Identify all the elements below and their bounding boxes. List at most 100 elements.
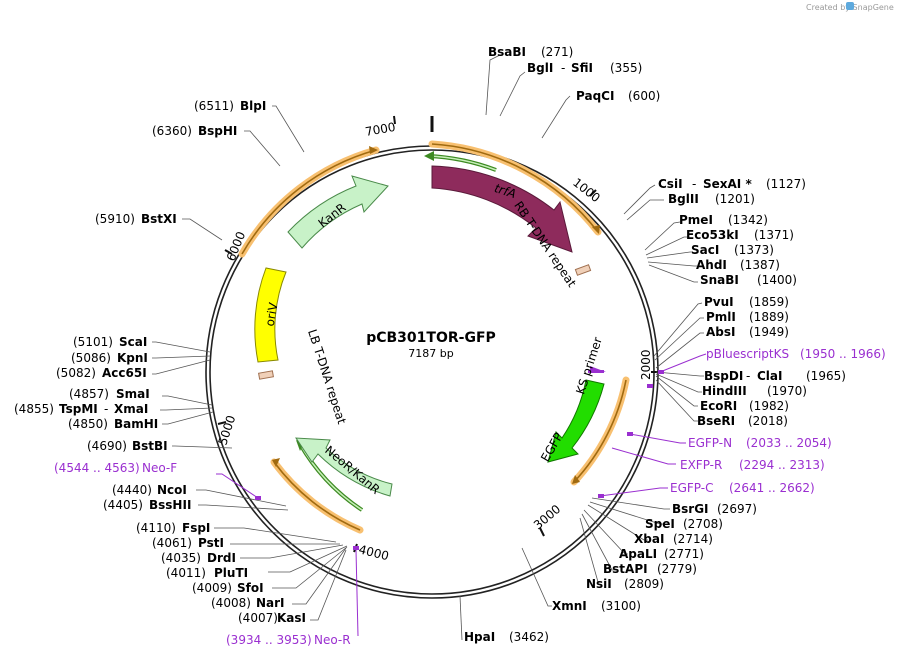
- site-nsii[interactable]: NsiI(2809): [586, 577, 664, 591]
- tick-label-4000: 4000: [357, 542, 390, 563]
- site-ecori[interactable]: EcoRI(1982): [700, 399, 789, 413]
- svg-text:BsrGI: BsrGI: [672, 502, 709, 516]
- svg-text:(4857): (4857): [69, 387, 109, 401]
- site-spei[interactable]: SpeI (2708): [645, 517, 723, 531]
- neor-kanr-feature[interactable]: [295, 437, 393, 497]
- svg-text:BstAPI: BstAPI: [603, 562, 648, 576]
- trfA-label: trfA: [493, 181, 518, 201]
- site-hindiii[interactable]: HindIII(1970): [702, 384, 807, 398]
- site-bseri[interactable]: BseRI(2018): [697, 414, 788, 428]
- trfA-feature[interactable]: [431, 165, 573, 253]
- site-bstapi[interactable]: BstAPI (2779): [603, 562, 697, 576]
- tick-label-7000: 7000: [364, 120, 397, 139]
- svg-text:(1982): (1982): [749, 399, 789, 413]
- svg-text:BssHII: BssHII: [149, 498, 191, 512]
- svg-text:(600): (600): [628, 89, 660, 103]
- svg-text:(2294 .. 2313): (2294 .. 2313): [739, 458, 825, 472]
- lb-repeat-feature[interactable]: [258, 370, 274, 380]
- svg-text:(2779): (2779): [657, 562, 697, 576]
- primer-leader-lines: [216, 353, 707, 637]
- svg-text:SfoI: SfoI: [237, 581, 264, 595]
- site-absi[interactable]: AbsI(1949): [706, 325, 789, 339]
- tick-label-3000: 3000: [531, 502, 563, 532]
- rb-repeat-feature[interactable]: [574, 264, 592, 276]
- svg-text:(2018): (2018): [748, 414, 788, 428]
- plasmid-name: pCB301TOR-GFP: [366, 330, 496, 346]
- svg-text:PstI: PstI: [198, 536, 224, 550]
- site-bspdi-clai[interactable]: BspDI-ClaI(1965): [704, 369, 846, 383]
- site-bgli-sfii[interactable]: BglI-SfiI(355): [527, 61, 642, 75]
- svg-text:BspHI: BspHI: [198, 124, 237, 138]
- svg-text:KasI: KasI: [277, 611, 306, 625]
- site-fspi[interactable]: (4110)FspI: [136, 521, 210, 535]
- kanr-feature[interactable]: [287, 175, 389, 249]
- site-xbai[interactable]: XbaI(2714): [634, 532, 713, 546]
- svg-text:(2771): (2771): [664, 547, 704, 561]
- site-kasi[interactable]: (4007)KasI: [238, 611, 306, 625]
- svg-text:(1371): (1371): [754, 228, 794, 242]
- primer-pbluescriptks[interactable]: pBluescriptKS(1950 .. 1966): [706, 347, 886, 361]
- site-apali[interactable]: ApaLI(2771): [619, 547, 704, 561]
- site-scai[interactable]: (5101)ScaI: [73, 335, 147, 349]
- svg-text:(1859): (1859): [749, 295, 789, 309]
- primer-exfp-r[interactable]: EXFP-R(2294 .. 2313): [680, 458, 825, 472]
- svg-text:ScaI: ScaI: [119, 335, 147, 349]
- svg-text:PmeI: PmeI: [679, 213, 713, 227]
- site-ahdi[interactable]: AhdI(1387): [696, 258, 780, 272]
- site-paqci[interactable]: PaqCI(600): [576, 89, 660, 103]
- snapgene-logo-icon: [846, 2, 854, 10]
- svg-text:Eco53kI: Eco53kI: [686, 228, 739, 242]
- svg-text:(2708): (2708): [683, 517, 723, 531]
- site-eco53ki[interactable]: Eco53kI (1371): [686, 228, 794, 242]
- svg-text:(2033 .. 2054): (2033 .. 2054): [746, 436, 832, 450]
- site-snabi[interactable]: SnaBI(1400): [700, 273, 797, 287]
- site-pvui[interactable]: PvuI (1859): [704, 295, 789, 309]
- site-saci[interactable]: SacI(1373): [691, 243, 774, 257]
- primer-neo-r[interactable]: (3934 .. 3953)Neo-R: [226, 633, 351, 647]
- primer-marks: [255, 370, 664, 550]
- site-hpai[interactable]: HpaI(3462): [464, 630, 549, 644]
- oriv-feature[interactable]: [254, 267, 287, 363]
- site-bsphi[interactable]: (6360)BspHI: [152, 124, 237, 138]
- site-blpi[interactable]: (6511)BlpI: [194, 99, 266, 113]
- site-bstbi[interactable]: (4690)BstBI: [87, 439, 168, 453]
- site-sfoi[interactable]: (4009)SfoI: [192, 581, 264, 595]
- svg-text:TspMI: TspMI: [59, 402, 98, 416]
- svg-text:(1950 .. 1966): (1950 .. 1966): [800, 347, 886, 361]
- site-nari[interactable]: (4008)NarI: [211, 596, 285, 610]
- primer-neo-f[interactable]: (4544 .. 4563)Neo-F: [54, 461, 177, 475]
- primer-egfp-c[interactable]: EGFP-C(2641 .. 2662): [670, 481, 815, 495]
- svg-text:(5910): (5910): [95, 212, 135, 226]
- svg-text:BspDI: BspDI: [704, 369, 743, 383]
- svg-text:(1342): (1342): [728, 213, 768, 227]
- egfp-feature[interactable]: [547, 379, 605, 463]
- primer-egfp-n[interactable]: EGFP-N(2033 .. 2054): [688, 436, 832, 450]
- site-xmni[interactable]: XmnI(3100): [552, 599, 641, 613]
- site-csii-sexai[interactable]: CsiI-SexAI *(1127): [658, 177, 806, 191]
- site-kpni[interactable]: (5086)KpnI: [71, 351, 148, 365]
- site-pluti[interactable]: (4011)PluTI: [166, 566, 248, 580]
- tick-label-5000: 5000: [216, 414, 239, 447]
- svg-text:SpeI: SpeI: [645, 517, 675, 531]
- svg-text:XbaI: XbaI: [634, 532, 664, 546]
- site-bsshii[interactable]: (4405) BssHII: [103, 498, 191, 512]
- site-bamhi[interactable]: (4850)BamHI: [68, 417, 158, 431]
- site-pmei[interactable]: PmeI (1342): [679, 213, 768, 227]
- neor-kanr-label: NeoR/KanR: [322, 443, 382, 497]
- site-drdi[interactable]: (4035)DrdI: [161, 551, 236, 565]
- site-pmli[interactable]: PmlI(1889): [706, 310, 789, 324]
- svg-text:BstXI: BstXI: [141, 212, 177, 226]
- svg-text:BamHI: BamHI: [114, 417, 158, 431]
- site-acc65i[interactable]: (5082)Acc65I: [56, 366, 147, 380]
- svg-text:(4405): (4405): [103, 498, 143, 512]
- site-bstxi[interactable]: (5910) BstXI: [95, 212, 177, 226]
- site-ncoi[interactable]: (4440)NcoI: [112, 483, 187, 497]
- svg-text:PvuI: PvuI: [704, 295, 734, 309]
- site-psti[interactable]: (4061)PstI: [152, 536, 224, 550]
- site-smai[interactable]: (4857)SmaI: [69, 387, 150, 401]
- site-bsrgi[interactable]: BsrGI(2697): [672, 502, 757, 516]
- site-bsabi[interactable]: BsaBI(271): [488, 45, 573, 59]
- site-tspmi-xmai[interactable]: (4855)TspMI-XmaI: [14, 402, 148, 416]
- site-bglii[interactable]: BglII(1201): [668, 192, 755, 206]
